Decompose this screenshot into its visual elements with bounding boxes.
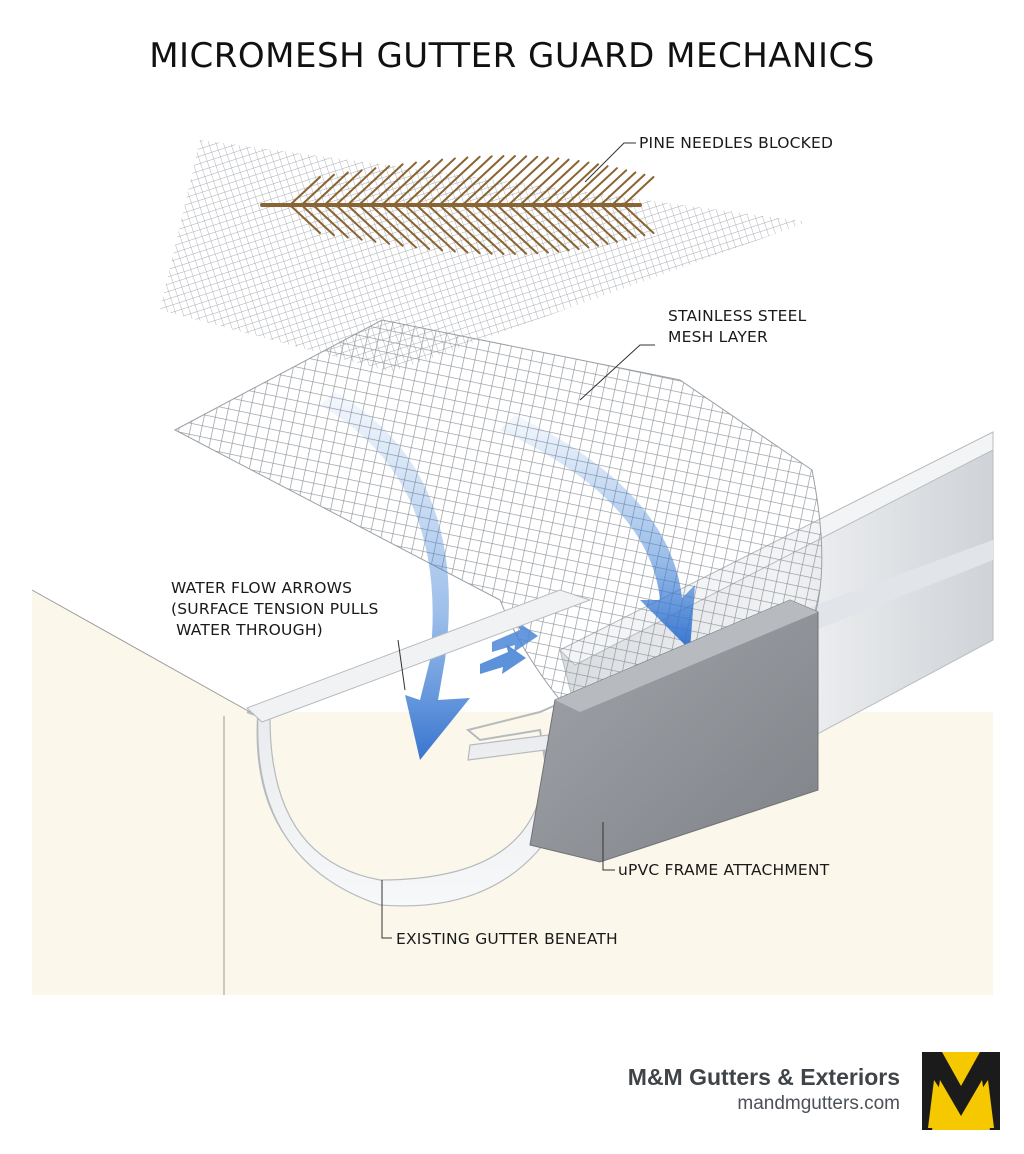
callout-water-flow: WATER FLOW ARROWS (SURFACE TENSION PULLS… [171, 578, 379, 641]
brand-name: M&M Gutters & Exteriors [628, 1064, 900, 1091]
brand-url-link[interactable]: mandmgutters.com [628, 1093, 900, 1115]
brand-logo-icon [920, 1050, 1002, 1132]
brand-block: M&M Gutters & Exteriors mandmgutters.com [628, 1064, 900, 1115]
callout-gutter: EXISTING GUTTER BENEATH [396, 929, 618, 950]
callout-frame: uPVC FRAME ATTACHMENT [618, 860, 829, 881]
callout-pine-needles: PINE NEEDLES BLOCKED [639, 133, 833, 154]
callout-mesh-layer: STAINLESS STEEL MESH LAYER [668, 306, 806, 348]
